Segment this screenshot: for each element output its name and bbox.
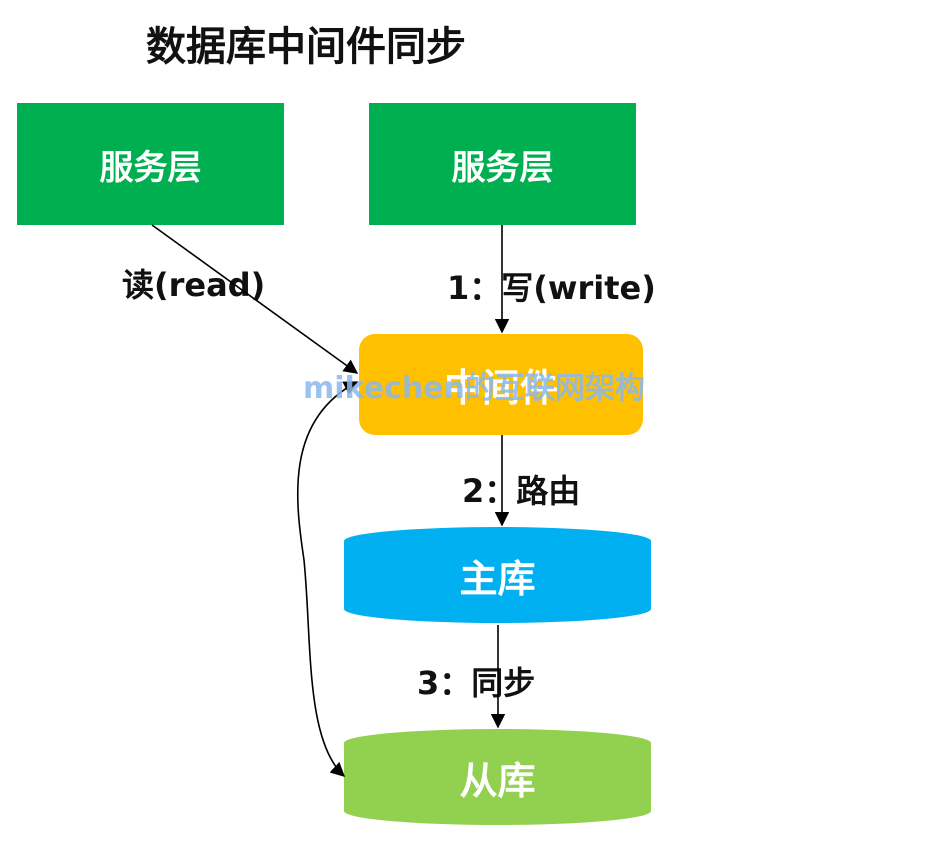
middleware-label: 中间件 [443, 366, 558, 410]
edge-label-sync: 3：同步 [417, 664, 536, 702]
edge-label-read: 读(read) [122, 266, 266, 304]
slave-db-label: 从库 [459, 758, 536, 803]
diagram-title: 数据库中间件同步 [146, 24, 466, 70]
edge-label-write: 1：写(write) [447, 269, 656, 307]
master-db-label: 主库 [459, 556, 536, 601]
middleware-box: 中间件 [359, 334, 643, 435]
service-layer-right-label: 服务层 [451, 147, 554, 188]
watermark: mikechen的互联网架构 [303, 371, 645, 406]
edge-label-route: 2：路由 [462, 472, 581, 510]
service-layer-left-label: 服务层 [99, 147, 202, 188]
master-db-cylinder: 主库 [344, 527, 651, 623]
service-layer-right: 服务层 [369, 103, 636, 225]
slave-db-cylinder: 从库 [344, 729, 651, 825]
service-layer-left: 服务层 [17, 103, 284, 225]
